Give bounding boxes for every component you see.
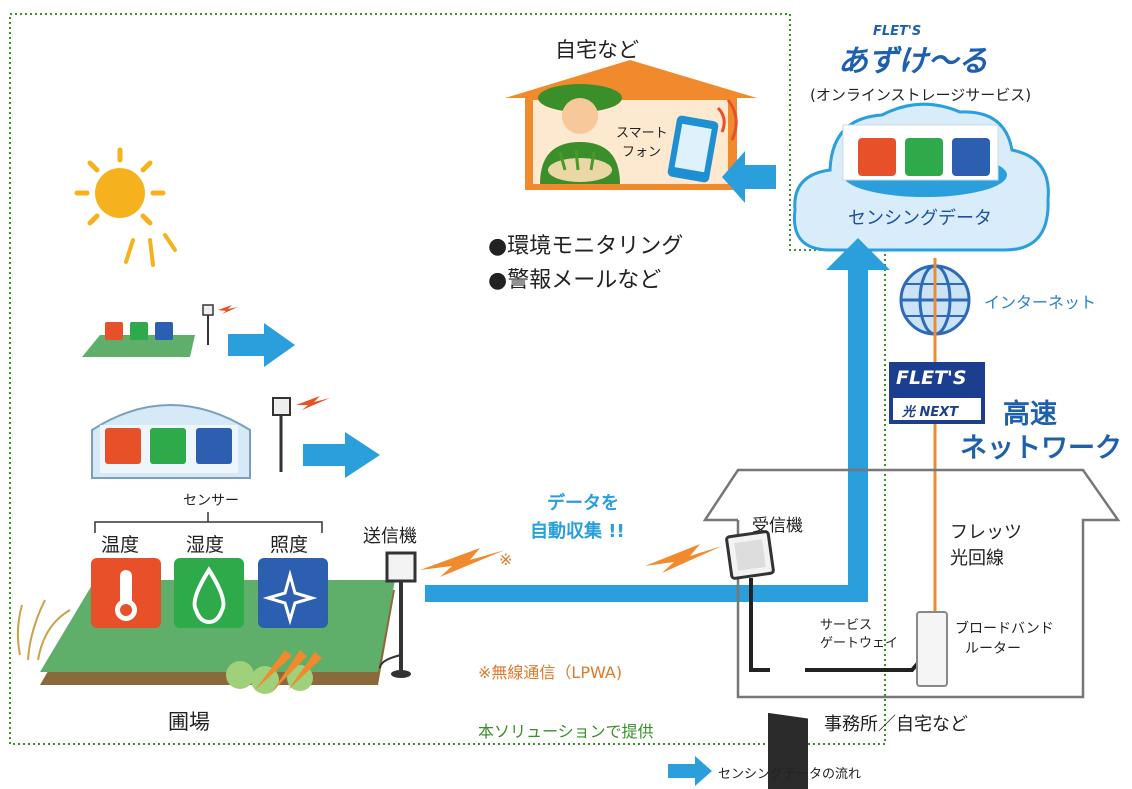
network-label-2: ネットワーク xyxy=(960,433,1122,464)
illuminance-label: 照度 xyxy=(270,534,309,556)
fiber-label-2: 光回線 xyxy=(950,548,1004,569)
network-label-1: 高速 xyxy=(1003,399,1057,430)
sensor-title: センサー xyxy=(183,493,239,509)
farmer-icon xyxy=(538,84,622,184)
transmitter-label: 送信機 xyxy=(363,526,417,547)
service-gateway-device xyxy=(768,712,808,789)
sun-icon xyxy=(74,147,177,267)
office-label: 事務所／自宅など xyxy=(824,714,968,735)
auto-collect-label-2: 自動収集 !! xyxy=(530,521,625,542)
rice-plant-icon xyxy=(16,599,71,661)
flow-arrow-greenhouse xyxy=(303,432,380,478)
humidity-label: 湿度 xyxy=(186,534,225,556)
humidity-sensor-tile xyxy=(174,558,244,628)
office-cables xyxy=(749,578,770,672)
flow-arrow-small-field xyxy=(228,323,295,367)
gateway-label-2: ゲートウェイ xyxy=(820,636,899,651)
cloud-sensing-data-label: センシングデータ xyxy=(848,208,992,229)
solution-note: 本ソリューションで提供 xyxy=(478,722,654,741)
azukeru-brand-small: FLET'S xyxy=(873,24,922,39)
smartphone-label-2: フォン xyxy=(622,145,662,160)
flets-logo xyxy=(889,362,985,424)
smartphone-icon xyxy=(667,99,738,183)
vegetables-icon xyxy=(226,650,322,694)
small-field-transmitter xyxy=(202,304,238,345)
gateway-label-1: サービス xyxy=(820,618,873,633)
office-building xyxy=(702,468,1121,699)
receiver-device xyxy=(725,530,775,580)
legend-arrow xyxy=(668,756,712,786)
router-label-1: ブロードバンド xyxy=(955,621,1054,637)
router-label-2: ルーター xyxy=(965,641,1021,657)
transmitter-device xyxy=(379,551,417,678)
receiver-label: 受信機 xyxy=(752,516,803,536)
legend-label: センシングデータの流れ xyxy=(718,767,862,782)
monitoring-bullet: ●環境モニタリング xyxy=(488,234,684,259)
home-title: 自宅など xyxy=(555,38,639,62)
wireless-asterisk: ※ xyxy=(499,550,513,569)
greenhouse-transmitter xyxy=(272,396,330,472)
temperature-label: 温度 xyxy=(101,534,140,556)
auto-collect-label-1: データを xyxy=(547,493,619,514)
gateway-router-cable xyxy=(805,653,927,672)
flow-arrow-to-home xyxy=(722,151,776,203)
illuminance-sensor-tile xyxy=(258,558,328,628)
azukeru-brand: あずけ〜る xyxy=(838,44,988,79)
internet-label: インターネット xyxy=(984,293,1097,312)
router-device xyxy=(916,611,948,687)
small-field-icon xyxy=(82,322,195,357)
online-storage-label: (オンラインストレージサービス) xyxy=(810,86,1032,104)
flets-logo-top: FLET'S xyxy=(896,367,967,389)
alert-mail-bullet: ●警報メールなど xyxy=(488,268,662,293)
wireless-signal-right xyxy=(645,544,722,573)
wireless-signal-left xyxy=(420,548,505,577)
fiber-label-1: フレッツ xyxy=(950,522,1022,543)
field-label: 圃場 xyxy=(168,710,210,734)
flets-logo-bottom: 光 NEXT xyxy=(902,405,959,420)
cloud-sensor-tiles xyxy=(858,138,990,176)
smartphone-label-1: スマート xyxy=(616,126,668,141)
wireless-note: ※無線通信（LPWA) xyxy=(478,663,623,682)
temperature-sensor-tile xyxy=(91,558,161,628)
greenhouse-icon xyxy=(91,404,251,479)
